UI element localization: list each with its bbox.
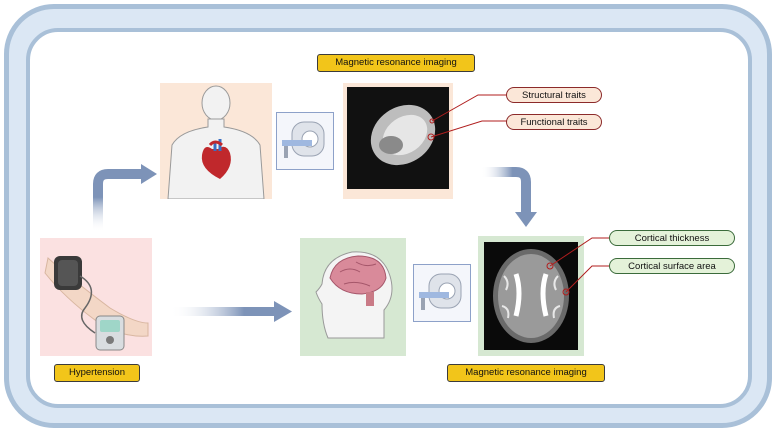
mri-label-bottom: Magnetic resonance imaging — [447, 364, 605, 382]
arrow-bp-to-heart — [93, 164, 157, 232]
mri-scanner-icon-2 — [413, 264, 471, 322]
connector-functional — [430, 120, 508, 138]
arrow-bp-to-brain — [170, 301, 292, 322]
mri-scanner-icon — [276, 112, 334, 170]
head-brain-icon — [300, 238, 406, 356]
torso-heart-icon — [160, 83, 272, 199]
cortical-thickness-tag: Cortical thickness — [609, 230, 735, 246]
hypertension-label: Hypertension — [54, 364, 140, 382]
connector-thickness — [549, 237, 611, 267]
mri-label-top: Magnetic resonance imaging — [317, 54, 475, 72]
blood-pressure-monitor-icon — [40, 238, 152, 356]
cardiac-mri-image — [343, 83, 453, 199]
connector-surface-area — [565, 265, 611, 293]
cortical-surface-area-tag: Cortical surface area — [609, 258, 735, 274]
structural-traits-tag: Structural traits — [506, 87, 602, 103]
arrow-heart-to-brain-mri — [481, 167, 537, 227]
brain-mri-image — [478, 236, 584, 356]
connector-structural — [431, 94, 508, 122]
functional-traits-tag: Functional traits — [506, 114, 602, 130]
